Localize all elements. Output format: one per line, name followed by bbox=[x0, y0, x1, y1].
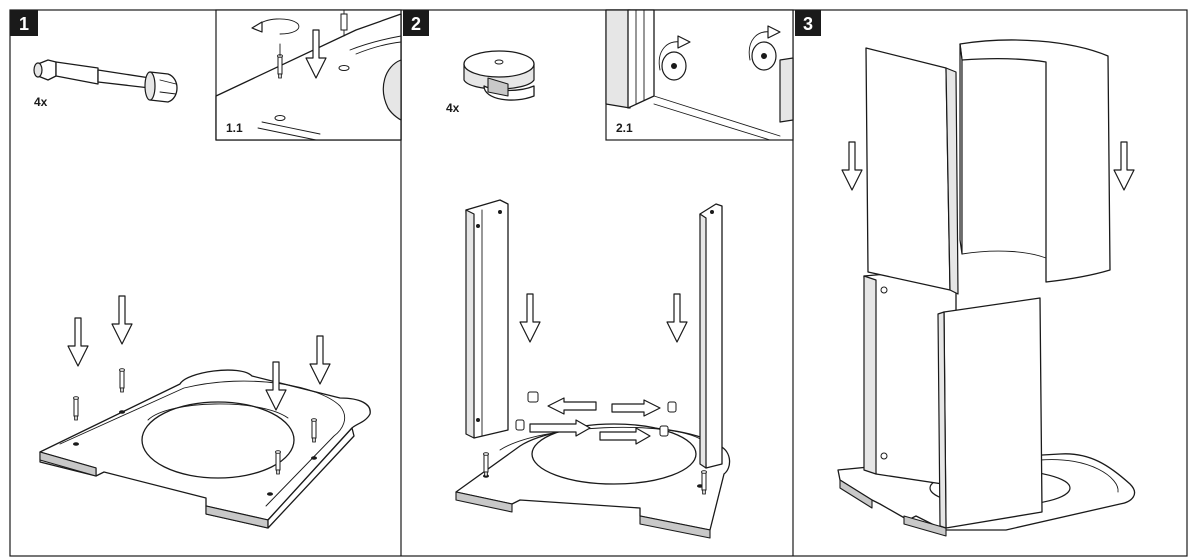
cam-lock-nut-icon bbox=[515, 391, 677, 437]
step-3-badge: 3 bbox=[795, 10, 821, 36]
rotate-arrow-icon bbox=[658, 25, 781, 71]
cam-lock-nut-icon bbox=[463, 50, 535, 101]
side-panel-left bbox=[863, 267, 957, 487]
step-2-number: 2 bbox=[411, 14, 421, 34]
side-panel-left bbox=[465, 199, 509, 439]
step-2-badge: 2 bbox=[403, 10, 429, 36]
rotate-arrow-icon bbox=[251, 18, 300, 35]
step-3-panel: 3 bbox=[795, 10, 1136, 537]
detail-1-1-inset: 1.1 bbox=[215, 9, 402, 141]
step-3-number: 3 bbox=[803, 14, 813, 34]
base-plate bbox=[39, 368, 371, 529]
detail-1-1-label: 1.1 bbox=[226, 121, 243, 135]
step-1-badge: 1 bbox=[10, 10, 38, 36]
step-1-number: 1 bbox=[19, 14, 29, 34]
front-panel bbox=[937, 297, 1043, 529]
curved-panel bbox=[959, 39, 1111, 283]
side-panel-right bbox=[699, 203, 723, 469]
detail-2-1-label: 2.1 bbox=[616, 121, 633, 135]
detail-2-1-inset: 2.1 bbox=[605, 9, 794, 141]
step-1-quantity: 4x bbox=[34, 95, 48, 109]
cam-bolt-dowel-icon bbox=[33, 59, 178, 103]
step-2-quantity: 4x bbox=[446, 101, 460, 115]
base-plate bbox=[455, 423, 731, 539]
down-arrow-icon bbox=[519, 293, 688, 343]
step-1-panel: 1 4x bbox=[10, 9, 402, 529]
step-2-panel: 2 4x bbox=[403, 9, 794, 539]
upper-flat-panel bbox=[865, 47, 959, 295]
direction-arrow-icon bbox=[529, 397, 661, 445]
